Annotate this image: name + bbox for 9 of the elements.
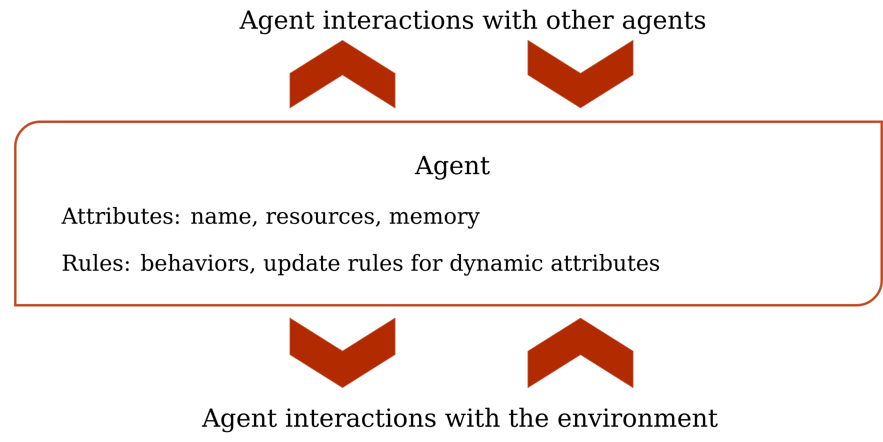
text-line: Rules: behaviors, update rules for dynamic attributes: [62, 254, 660, 276]
chevron-arrow: [528, 40, 634, 108]
box-heading: Agent: [414, 156, 490, 180]
chevron-arrow: [290, 317, 396, 388]
interaction-label: Agent interactions with the environment: [202, 408, 718, 432]
chevron-arrow: [290, 40, 396, 109]
text-line: Attributes: name, resources, memory: [61, 207, 480, 229]
interaction-label: Agent interactions with other agents: [239, 10, 706, 34]
chevron-arrow: [528, 318, 634, 388]
